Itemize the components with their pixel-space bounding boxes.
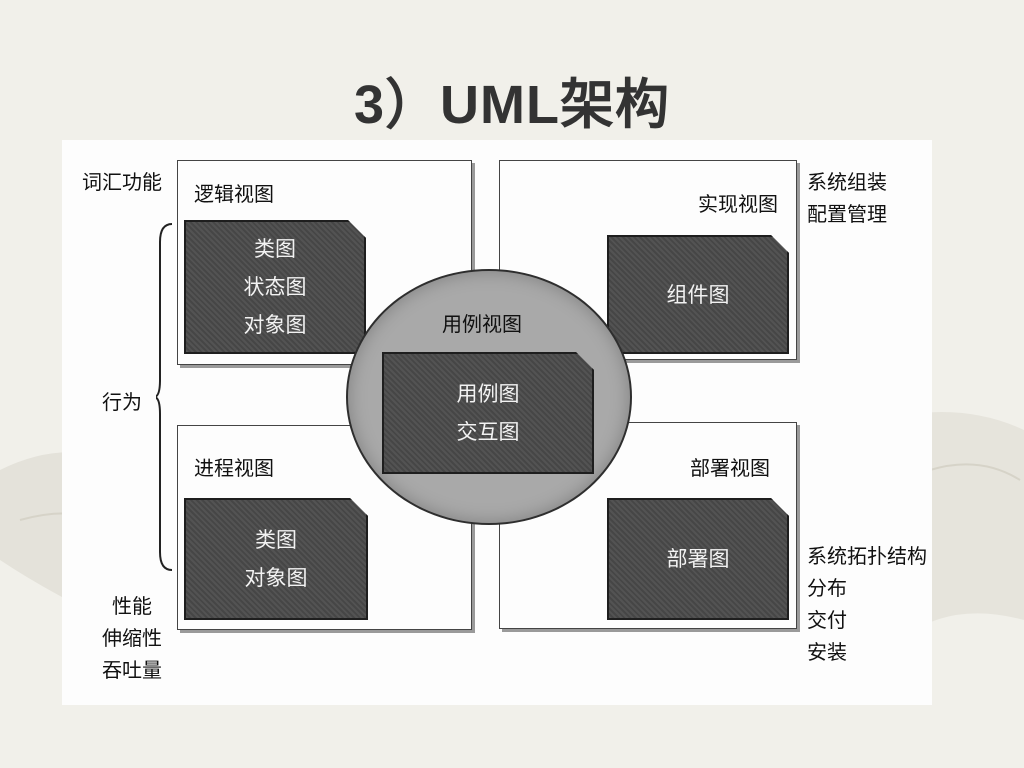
behavior-brace [156,223,173,571]
assembly-annotation: 系统组装 配置管理 [807,166,887,230]
use-case-view-diagrams-card: 用例图 交互图 [382,352,594,474]
component-diagram-label: 组件图 [666,282,730,307]
implementation-view-label: 实现视图 [698,192,778,216]
class-diagram-label: 类图 [255,528,297,552]
system-assembly-label: 系统组装 [807,170,887,194]
behavior-annotation: 行为 [102,390,142,414]
throughput-label: 吞吐量 [102,658,162,682]
state-diagram-label: 状态图 [243,275,307,299]
object-diagram-label: 对象图 [244,566,308,590]
vocabulary-function-annotation: 词汇功能 [82,170,162,194]
implementation-view-diagrams-card: 组件图 [607,235,789,354]
interaction-diagram-label: 交互图 [456,420,520,444]
process-view-diagrams-card: 类图 对象图 [184,498,368,620]
installation-label: 安装 [807,640,847,664]
slide-title: 3）UML架构 [354,75,670,135]
deployment-diagram-label: 部署图 [666,547,730,571]
configuration-management-label: 配置管理 [807,202,887,226]
process-view-label: 进程视图 [194,456,274,480]
logical-view-diagrams-card: 类图 状态图 对象图 [184,220,366,354]
performance-label: 性能 [112,594,152,618]
use-case-diagram-label: 用例图 [456,382,520,406]
system-topology-label: 系统拓扑结构 [807,544,927,568]
class-diagram-label: 类图 [254,237,296,261]
object-diagram-label: 对象图 [243,313,307,337]
topology-annotation: 系统拓扑结构 分布 交付 安装 [807,540,927,668]
scalability-label: 伸缩性 [102,626,162,650]
delivery-label: 交付 [807,608,847,632]
deployment-view-label: 部署视图 [690,456,770,480]
deployment-view-diagrams-card: 部署图 [607,498,789,620]
performance-annotation: 性能 伸缩性 吞吐量 [102,590,162,686]
use-case-view-label: 用例视图 [442,312,522,336]
uml-architecture-figure: 逻辑视图 类图 状态图 对象图 实现视图 组件图 进程视图 类图 对象图 部署视… [62,140,932,705]
logical-view-label: 逻辑视图 [194,182,274,206]
distribution-label: 分布 [807,576,847,600]
